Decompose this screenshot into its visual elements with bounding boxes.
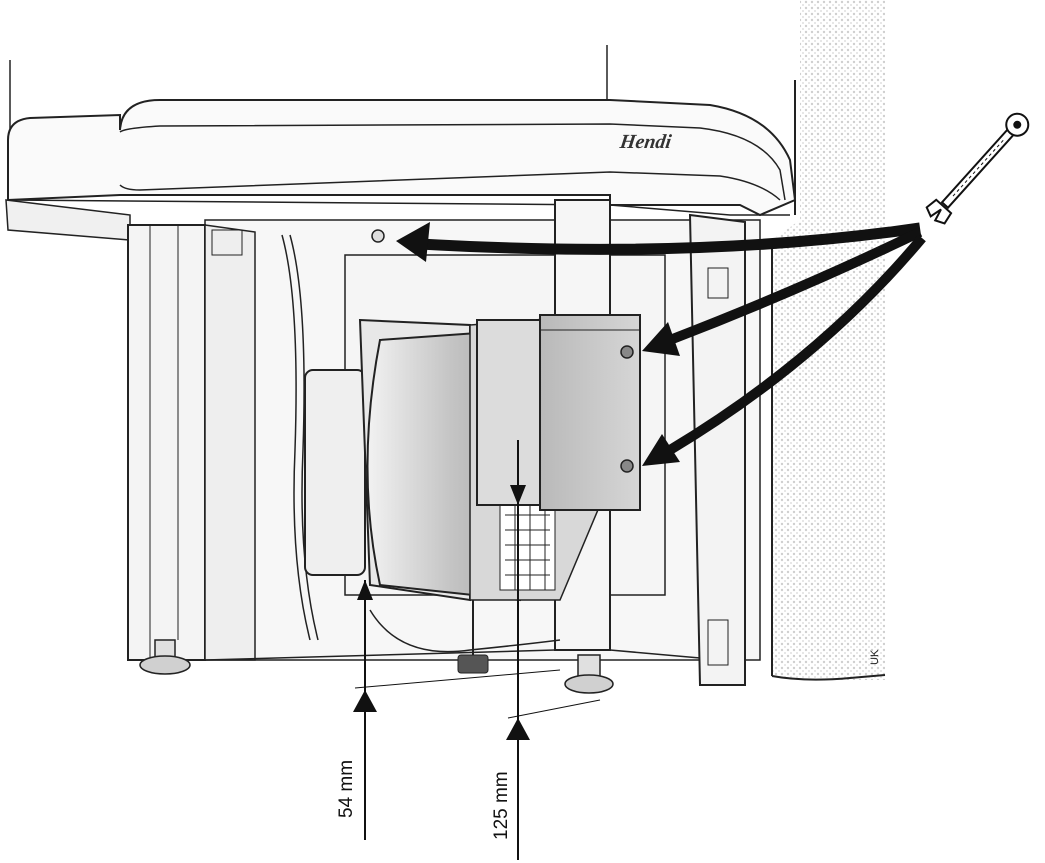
bottom-bolt (620, 459, 634, 473)
motor-assembly (358, 229, 641, 674)
dimension-54mm: 54 mm (336, 580, 561, 840)
corner-code: UK (869, 649, 881, 665)
countertop: Hendi (5, 99, 797, 241)
counter-screw (371, 229, 385, 243)
arrow-to-screw-icon (419, 222, 921, 255)
instruction-arrows (396, 222, 926, 466)
dimension-125mm: 125 mm (491, 440, 601, 860)
right-foot (564, 654, 614, 694)
dimension-label-125: 125 mm (491, 771, 512, 840)
spanner-icon (925, 112, 1030, 225)
power-cable (281, 234, 561, 653)
arrow-to-top-bolt-icon (668, 227, 923, 345)
left-foot (139, 639, 191, 675)
brand-logo: Hendi (618, 131, 674, 153)
arrow-to-bottom-bolt-icon (667, 234, 926, 455)
adjust-knob (457, 654, 489, 674)
vent-grille (499, 504, 556, 591)
junction-box (304, 369, 366, 576)
feet (139, 639, 614, 694)
top-bolt (620, 345, 634, 359)
dimension-label-54: 54 mm (336, 760, 357, 818)
